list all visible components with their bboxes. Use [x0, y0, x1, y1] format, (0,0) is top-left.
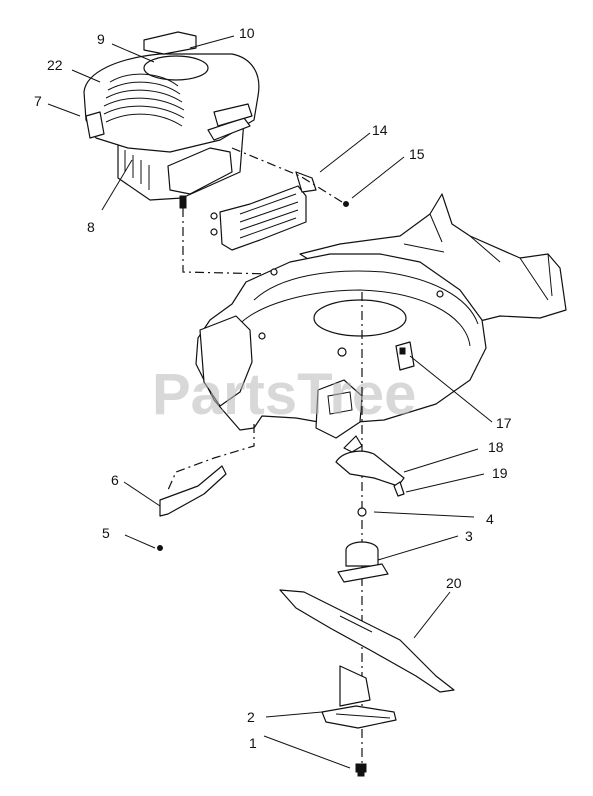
blade-bolt: [355, 763, 367, 777]
callout-15: 15: [409, 146, 425, 162]
callout-18: 18: [488, 439, 504, 455]
callout-22: 22: [47, 57, 63, 73]
deck-center-opening: [313, 299, 407, 337]
callout-4: 4: [486, 511, 494, 527]
callout-2: 2: [247, 709, 255, 725]
callout-1: 1: [249, 735, 257, 751]
callout-7: 7: [34, 93, 42, 109]
callout-8: 8: [87, 219, 95, 235]
watermark: PartsTree: [152, 362, 416, 427]
lock-washer: [357, 507, 367, 517]
callout-9: 9: [97, 31, 105, 47]
callout-20: 20: [446, 575, 462, 591]
muffler-guard: [210, 171, 349, 251]
mower-deck: [195, 193, 567, 439]
baffle-bracket: [335, 435, 405, 497]
callout-10: 10: [239, 25, 255, 41]
callout-5: 5: [102, 525, 110, 541]
callout-14: 14: [372, 122, 388, 138]
oil-fill-cap: [143, 55, 209, 81]
mower-blade: [279, 589, 455, 693]
guard-center-line: [231, 147, 343, 203]
callout-19: 19: [492, 465, 508, 481]
callout-3: 3: [465, 528, 473, 544]
blade-adapter: [337, 541, 389, 583]
callout-17: 17: [496, 415, 512, 431]
engine-assembly: [83, 31, 260, 209]
callout-6: 6: [111, 472, 119, 488]
deflector-center-line: [167, 424, 255, 491]
deflector-rod: [157, 465, 227, 551]
blade-stiffener: [321, 665, 397, 729]
starter-handle: [143, 31, 197, 55]
